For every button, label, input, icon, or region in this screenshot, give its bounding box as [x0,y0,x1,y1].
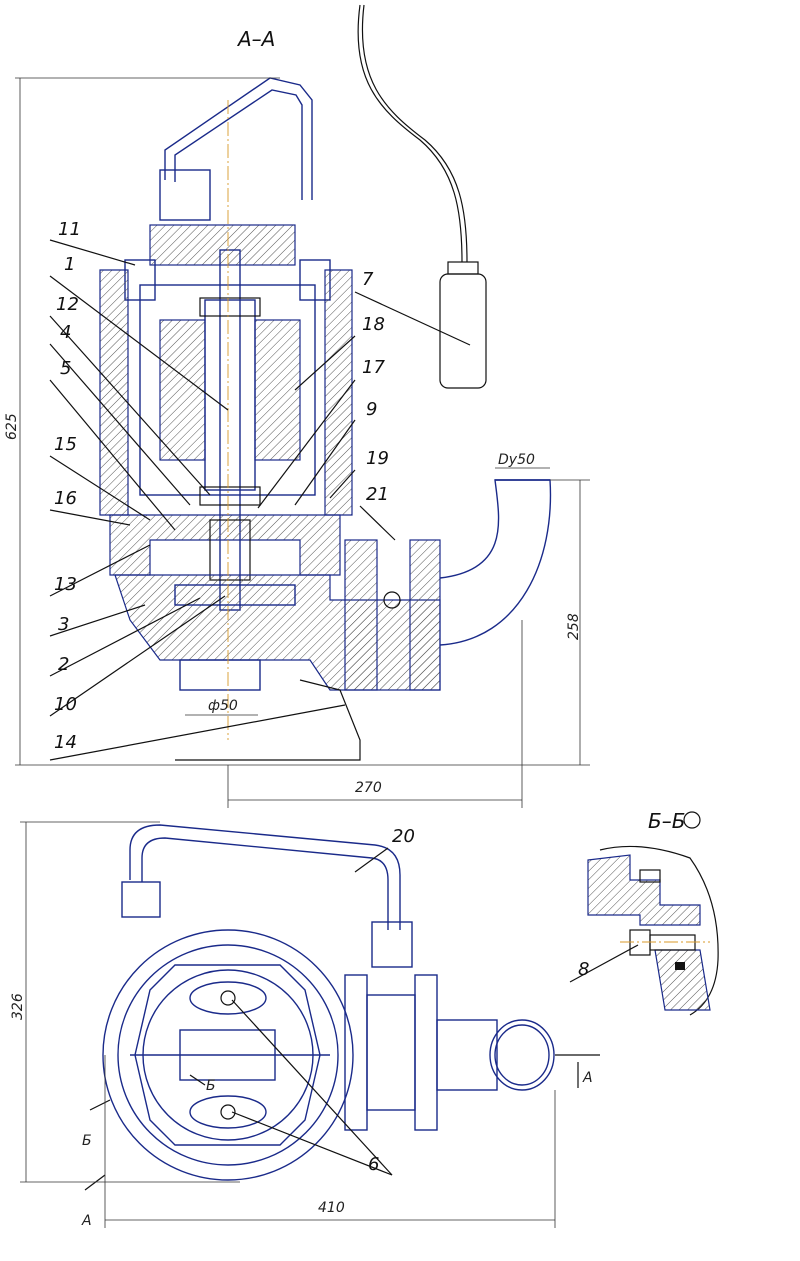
part-label-17: 17 [362,357,385,378]
part-label-3: 3 [58,614,69,635]
dim-inlet-diameter: ф50 [208,698,238,714]
discharge-bend [439,479,552,646]
detail-boundary [599,845,719,1016]
carry-handle [164,77,313,200]
dim-height: 625 [4,413,20,440]
detail-plug [629,929,651,956]
seal-chamber [109,514,341,576]
outlet-flange-plan-left [344,974,368,1131]
cable-gland [159,169,211,221]
stator-winding-right [254,319,301,461]
detail-cover-section [587,854,701,926]
rotor [204,299,256,491]
dim-outlet-offset: 270 [355,780,382,796]
outlet-pipe-end [489,1019,555,1091]
float-switch-cap [447,261,479,275]
dim-outlet-nominal: Dy50 [498,452,535,468]
outlet-flange-plan-right [414,974,438,1131]
part-label-2: 2 [58,654,69,675]
upper-bearing [199,297,261,317]
shaft [219,249,241,611]
top-cover-plan [134,964,321,1146]
detail-title: Б–Б [648,809,685,833]
part-label-11: 11 [58,219,81,240]
float-switch [439,273,487,389]
part-label-4: 4 [60,322,71,343]
part-label-1: 1 [64,254,75,275]
part-label-18: 18 [362,314,385,335]
detail-view: Б–Б 8 [569,809,719,1016]
dim-plan-width: 326 [10,993,26,1020]
inlet [179,659,261,691]
part-label-15: 15 [54,434,77,455]
dim-outlet-height: 258 [566,613,582,640]
part-label-19: 19 [366,448,389,469]
part-label-12: 12 [56,294,79,315]
part-label-5: 5 [60,358,71,379]
flange-right [409,539,441,691]
part-label-9: 9 [366,399,377,420]
motor-housing-left [99,269,129,516]
part-label-20: 20 [392,826,415,847]
section-mark-b-center: Б [206,1078,216,1094]
section-mark-a-left: А [81,1213,92,1229]
part-label-6: 6 [368,1154,379,1175]
lower-bearing [199,486,261,506]
part-label-10: 10 [54,694,77,715]
part-labels-left: 11 1 12 4 5 15 16 13 3 2 10 14 [49,219,346,761]
flange-left [344,539,378,691]
part-label-16: 16 [54,488,77,509]
part-label-7: 7 [362,269,374,290]
stator [139,284,316,496]
detail-body-section [654,949,711,1011]
part-label-21: 21 [366,484,389,505]
detail-rotation-symbol [683,811,701,829]
section-mark-b-left: Б [82,1133,92,1149]
part-label-13: 13 [54,574,77,595]
section-view: А–А [4,4,590,808]
part-labels-right: 7 18 17 9 19 21 [257,269,471,541]
part-label-8: 8 [578,959,589,980]
support-stand [175,679,361,761]
top-cover [149,224,296,266]
section-mark-a-right: А [582,1070,593,1086]
plan-view: А А Б Б 326 410 20 6 [10,821,600,1229]
stator-winding-left [159,319,206,461]
pump-body-outline [102,929,354,1181]
float-cable [357,4,463,263]
dim-plan-length: 410 [318,1200,345,1216]
pressure-pipe [129,824,401,930]
section-title: А–А [236,27,275,51]
impeller [174,584,296,606]
part-label-14: 14 [54,732,77,753]
